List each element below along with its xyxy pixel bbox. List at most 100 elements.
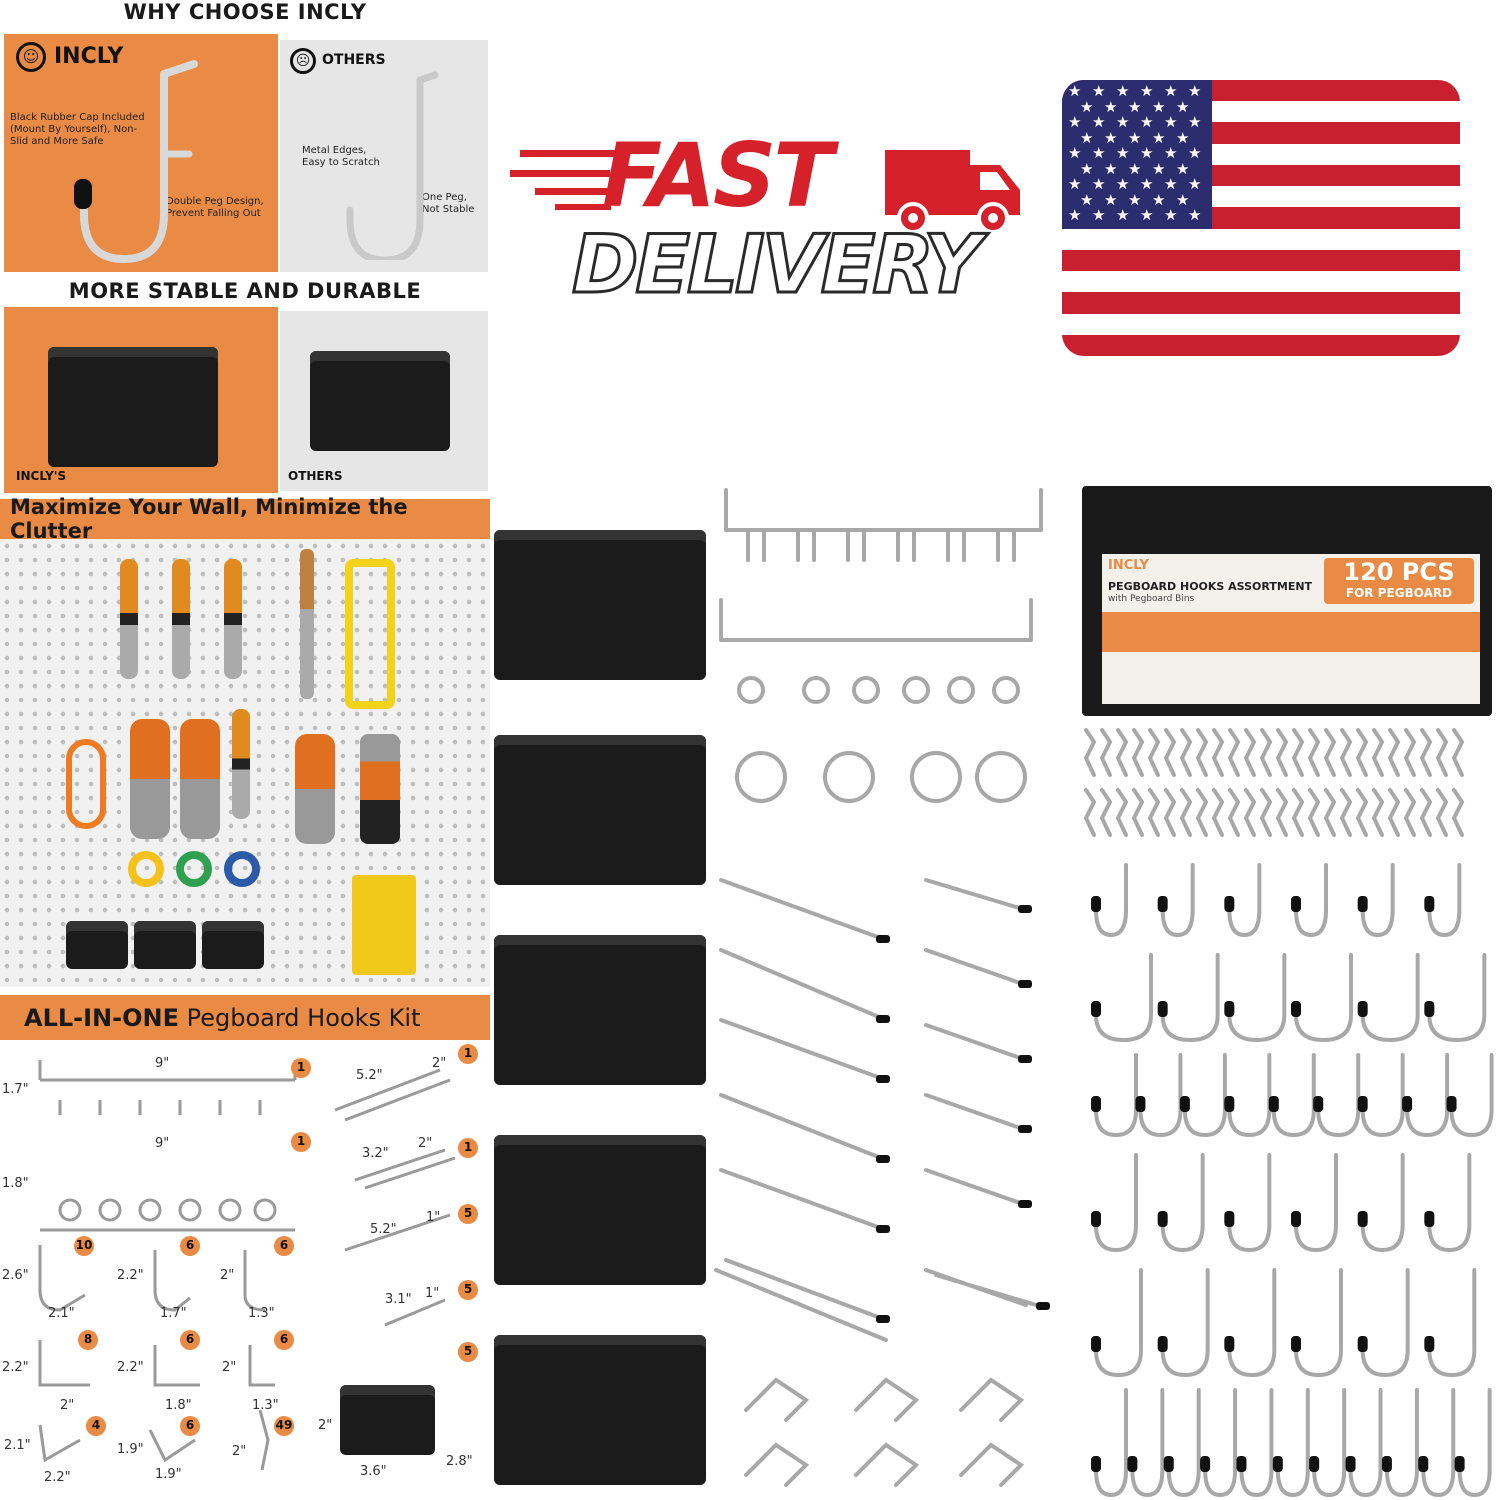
zigzag-clip <box>1243 728 1257 777</box>
j-hook <box>1160 1153 1205 1253</box>
j-hook <box>1421 1388 1456 1498</box>
screwdriver-image <box>172 559 190 679</box>
box-badge: 120 PCS FOR PEGBOARD <box>1324 558 1474 604</box>
flag-star-icon: ★ <box>1116 82 1130 100</box>
kit-heading-bold: ALL-IN-ONE <box>24 1003 179 1032</box>
zigzag-clip <box>1371 788 1385 837</box>
zigzag-clip <box>1131 788 1145 837</box>
zigzag-clip <box>1291 728 1305 777</box>
hook-cap <box>1091 1211 1101 1227</box>
zigzag-clip <box>1307 788 1321 837</box>
tape-roll-image <box>176 851 212 887</box>
hook-cap <box>1224 1211 1235 1227</box>
j-hook <box>1227 1153 1272 1253</box>
j-hook <box>1427 953 1487 1043</box>
zigzag-clip <box>1387 788 1401 837</box>
flag-star-icon: ★ <box>1128 128 1142 147</box>
flag-star-icon: ★ <box>1104 128 1118 147</box>
j-hook <box>1294 863 1328 938</box>
pliers-image <box>295 734 335 844</box>
wall-heading: Maximize Your Wall, Minimize the Clutter <box>10 495 408 543</box>
zigzag-clip <box>1275 788 1289 837</box>
count-value: 1 <box>463 1046 473 1060</box>
j-hook <box>1360 1268 1410 1378</box>
flag-star-icon: ★ <box>1128 97 1142 116</box>
dim-label: 2.1" <box>4 1438 31 1453</box>
j-hook <box>1094 1388 1128 1498</box>
hook-cap <box>1091 1001 1101 1017</box>
j-hook <box>1130 1388 1165 1498</box>
flag-star-icon: ★ <box>1140 175 1154 193</box>
count-badge: 5 <box>458 1280 478 1300</box>
zigzag-clip <box>1387 728 1401 777</box>
ring-holder <box>852 676 880 704</box>
delivery-word: DELIVERY <box>571 217 984 313</box>
j-hook <box>1227 953 1287 1043</box>
j-hook <box>1166 1388 1201 1498</box>
zigzag-clip <box>1371 728 1385 777</box>
j-hook <box>1348 1388 1383 1498</box>
stable-heading: MORE STABLE AND DURABLE <box>68 279 422 303</box>
box-title: PEGBOARD HOOKS ASSORTMENT <box>1108 580 1313 593</box>
flag-star-icon: ★ <box>1068 113 1082 131</box>
flag-stripe <box>1062 313 1460 336</box>
flag-star-icon: ★ <box>1164 113 1178 131</box>
flag-star-icon: ★ <box>1116 175 1130 193</box>
others-note-one-peg: One Peg, Not Stable <box>422 192 475 215</box>
count-badge: 5 <box>458 1342 478 1362</box>
hook-cap <box>1418 1456 1429 1472</box>
flag-star-icon: ★ <box>1104 190 1118 209</box>
box-label: INCLY PEGBOARD HOOKS ASSORTMENT with Peg… <box>1102 554 1480 704</box>
rack-slot <box>946 528 966 562</box>
screwdriver-image <box>224 559 242 679</box>
zigzag-clip <box>1451 788 1465 837</box>
zigzag-clip <box>1099 788 1113 837</box>
us-flag-image: ★★★★★★★★★★★★★★★★★★★★★★★★★★★★★★★★★★★★★★★★… <box>1062 80 1460 356</box>
zigzag-clip <box>1451 728 1465 777</box>
flag-star-icon: ★ <box>1164 82 1178 100</box>
hook-cap <box>1402 1096 1413 1112</box>
dim-label: 5.2" <box>356 1068 383 1083</box>
zigzag-clip <box>1163 728 1177 777</box>
hook-cap <box>1345 1456 1356 1472</box>
flag-star-icon: ★ <box>1080 128 1094 147</box>
incly-brand: INCLY <box>54 44 124 69</box>
flag-star-icon: ★ <box>1080 97 1094 116</box>
dim-label: 2" <box>220 1268 235 1283</box>
flag-star-icon: ★ <box>1080 190 1094 209</box>
hook-cap <box>1091 1096 1101 1112</box>
dim-label: 2.2" <box>117 1360 144 1375</box>
screwdriver-image <box>232 709 250 819</box>
flag-star-icon: ★ <box>1164 175 1178 193</box>
count-value: 6 <box>279 1238 289 1252</box>
product-box-image: INCLY PEGBOARD HOOKS ASSORTMENT with Peg… <box>1082 486 1492 716</box>
count-value: 49 <box>275 1418 293 1432</box>
hook-cap <box>1157 1001 1168 1017</box>
hook-cap <box>1424 1211 1435 1227</box>
incly-comparison-panel: ☺ INCLY Black Rubber Cap Included (Mount… <box>4 34 278 272</box>
flag-star-icon: ★ <box>1152 159 1166 178</box>
flag-star-icon: ★ <box>1188 113 1202 131</box>
hook-cap <box>1157 896 1168 912</box>
zigzag-clip <box>1227 788 1241 837</box>
j-hook <box>1094 1053 1138 1138</box>
zigzag-clip <box>1323 728 1337 777</box>
zigzag-clip <box>1323 788 1337 837</box>
dim-label: 1" <box>425 1286 440 1301</box>
zigzag-clip <box>1259 728 1273 777</box>
count-badge: 1 <box>458 1044 478 1064</box>
flag-star-icon: ★ <box>1188 175 1202 193</box>
zigzag-clip <box>1099 728 1113 777</box>
j-hook <box>1227 1053 1272 1138</box>
flag-star-icon: ★ <box>1080 159 1094 178</box>
drill-bit-set-image <box>352 875 416 975</box>
flag-star-icon: ★ <box>1140 113 1154 131</box>
hook-cap <box>1135 1096 1146 1112</box>
count-value: 6 <box>279 1332 289 1346</box>
hook-cap <box>1157 1336 1168 1352</box>
hook-cap <box>1424 1336 1435 1352</box>
hook-cap <box>1127 1456 1138 1472</box>
flag-star-icon: ★ <box>1140 206 1154 224</box>
single-peg-hook-image <box>346 71 439 260</box>
flag-star-icon: ★ <box>1188 206 1202 224</box>
